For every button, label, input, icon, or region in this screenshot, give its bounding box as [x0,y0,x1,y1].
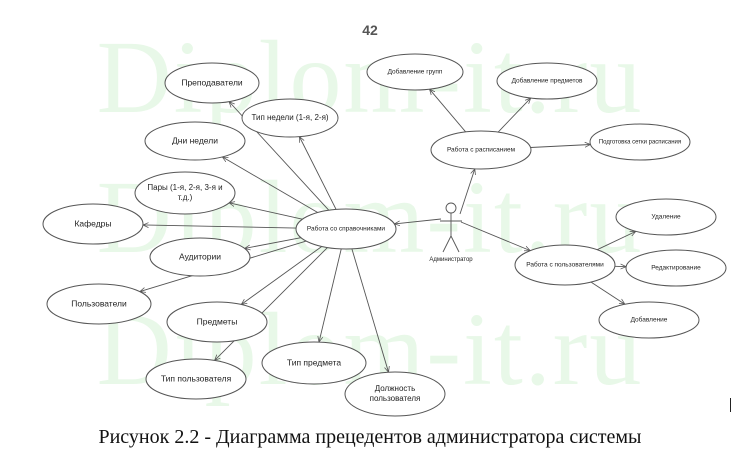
use-case-users-hub-shape [514,244,616,286]
use-case-добавление-групп-shape [366,53,464,91]
link-ref-9 [319,248,342,342]
use-case-тип-пользователя-label: Тип пользователя [161,373,232,383]
use-case-sched-hub-label: Работа с расписанием [447,146,516,154]
use-case-добавление-shape [598,301,700,339]
use-case-тип-пользователя-shape [145,358,247,400]
use-case-sched-hub-shape [430,130,532,170]
link-ref-4 [143,225,297,229]
link-users-2 [590,281,625,304]
link-sched-1 [497,98,531,133]
use-case-ref-hub: Работа со справочниками [295,208,397,250]
actor-label: Администратор [429,257,473,263]
use-case-подготовка-сетки-расписания-shape [589,123,691,161]
use-case-тип-предмета: Тип предмета [261,341,367,385]
use-case-users-hub: Работа с пользователями [514,244,616,286]
use-case-добавление-групп: Добавление групп [366,53,464,91]
use-case-кафедры-shape [42,203,144,245]
use-case-дни-недели: Дни недели [144,121,246,161]
actor-figure-icon [440,202,462,253]
use-case-должность-пользователя-shape [344,371,446,417]
use-case-удаление-label: Удаление [651,214,681,221]
use-case-тип-недели-1-я-2-я: Тип недели (1-я, 2-я) [241,98,339,138]
link-ref-8 [215,247,328,361]
use-case-редактирование: Редактирование [625,249,727,287]
use-case-аудитории-shape [149,237,251,277]
link-users-0 [597,230,636,251]
use-case-sched-hub: Работа с расписанием [430,130,532,170]
use-case-добавление-групп-label: Добавление групп [388,68,443,76]
use-case-добавление-label: Добавление [631,316,668,324]
actor-to-sched-link [459,169,475,215]
link-sched-2 [530,144,591,148]
page-number: 42 [362,22,378,38]
link-sched-0 [430,89,467,133]
use-case-дни-недели-shape [144,121,246,161]
link-ref-1 [299,137,337,210]
link-ref-3 [229,203,303,220]
use-case-преподаватели-shape [164,62,260,104]
use-case-добавление-предметов-shape [496,62,598,100]
use-case-тип-недели-1-я-2-я-shape [241,98,339,138]
use-case-ref-hub-label: Работа со справочниками [307,225,386,233]
use-case-подготовка-сетки-расписания: Подготовка сетки расписания [589,123,691,161]
link-ref-5 [245,237,301,249]
use-case-пользователи-shape [46,283,152,325]
use-case-добавление: Добавление [598,301,700,339]
use-case-тип-пользователя: Тип пользователя [145,358,247,400]
use-case-добавление-предметов-label: Добавление предметов [512,77,583,85]
use-case-пользователи-label: Пользователи [71,298,127,308]
page-edge-rule [730,398,731,412]
link-ref-2 [222,157,318,213]
use-case-кафедры-label: Кафедры [74,218,111,228]
use-case-удаление: Удаление [615,198,717,236]
use-case-аудитории: Аудитории [149,237,251,277]
use-case-удаление-shape [615,198,717,236]
use-case-предметы-shape [166,301,268,343]
use-case-пары-1-я-2-я-3-я-и-т-д-shape [134,171,236,215]
link-ref-10 [351,248,389,372]
association-lines [140,89,636,372]
use-case-пользователи: Пользователи [46,283,152,325]
use-case-тип-предмета-shape [261,341,367,385]
use-cases: Работа со справочниками Работа с расписан… [42,53,727,417]
use-case-дни-недели-label: Дни недели [172,135,218,145]
use-case-users-hub-label: Работа с пользователями [526,261,604,269]
use-case-преподаватели: Преподаватели [164,62,260,104]
actor-to-users-link [460,221,530,251]
use-case-предметы-label: Предметы [197,316,238,326]
use-case-предметы: Предметы [166,301,268,343]
use-case-тип-предмета-label: Тип предмета [287,357,341,367]
use-case-ref-hub-shape [295,208,397,250]
use-case-кафедры: Кафедры [42,203,144,245]
use-case-подготовка-сетки-расписания-label: Подготовка сетки расписания [599,140,681,146]
use-case-тип-недели-1-я-2-я-label: Тип недели (1-я, 2-я) [251,113,328,122]
actor-to-ref-link [394,218,442,224]
use-case-преподаватели-label: Преподаватели [181,77,243,87]
link-ref-7 [241,246,323,304]
use-case-редактирование-label: Редактирование [651,265,701,272]
use-case-редактирование-shape [625,249,727,287]
figure-caption: Рисунок 2.2 - Диаграмма прецедентов адми… [98,426,642,448]
use-case-добавление-предметов: Добавление предметов [496,62,598,100]
use-case-аудитории-label: Аудитории [179,251,221,261]
